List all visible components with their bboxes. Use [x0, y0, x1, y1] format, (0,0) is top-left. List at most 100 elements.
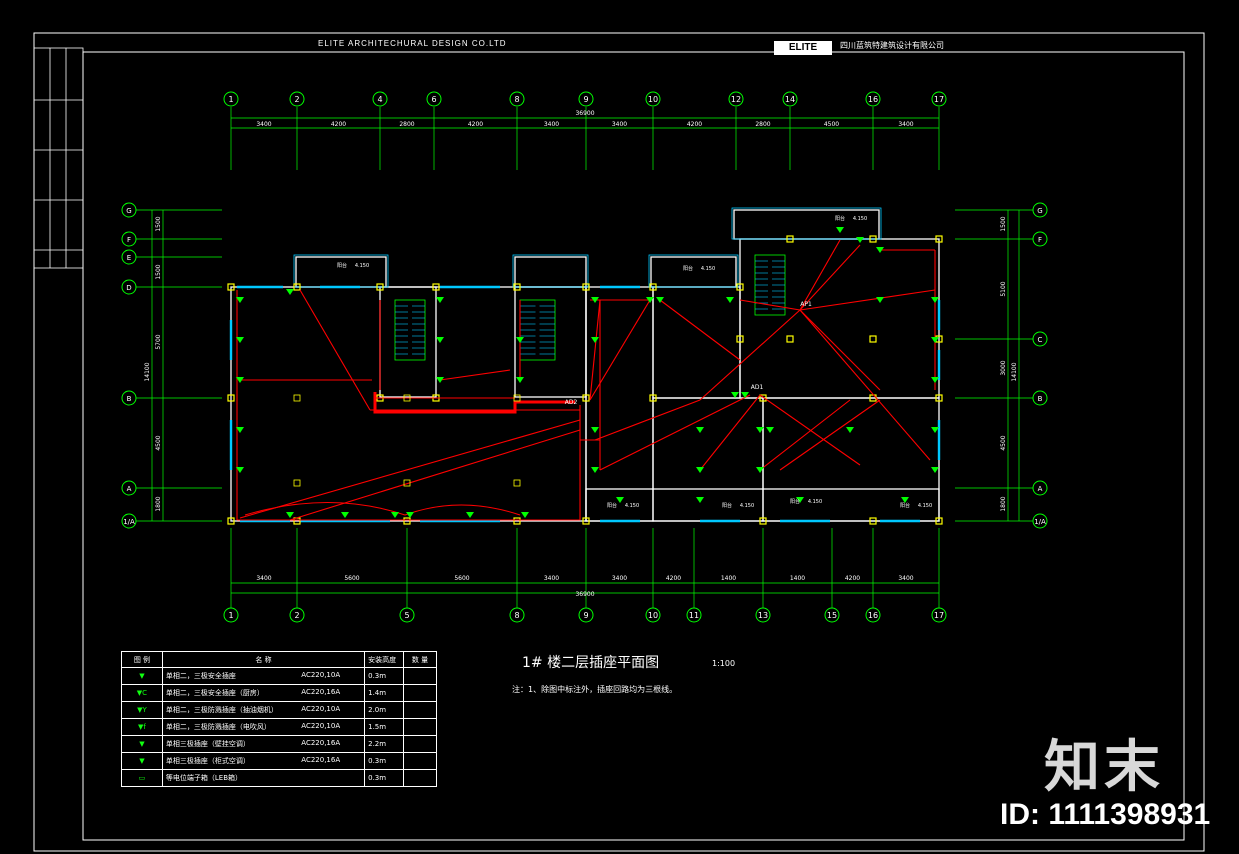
socket-icon: [436, 337, 444, 343]
balcony-outline: [648, 254, 739, 288]
axis-label: G: [126, 207, 131, 215]
legend-header-height: 安装高度: [364, 651, 405, 668]
axis-label: 17: [934, 95, 944, 104]
axis-label: 5: [404, 611, 409, 620]
legend-height: 0.3m: [364, 667, 405, 685]
dim-label: 4500: [824, 121, 839, 128]
drawing-title: 1# 楼二层插座平面图: [522, 655, 660, 671]
dim-label: 1500: [155, 264, 162, 279]
fixture: [293, 479, 301, 487]
dim-label: 5600: [454, 575, 469, 582]
elevation-label: 4.150: [740, 503, 754, 509]
axis-label: 17: [934, 611, 944, 620]
socket-icon: [521, 512, 529, 518]
column: [432, 283, 440, 291]
column: [293, 283, 301, 291]
firm-logo: ELITE: [774, 41, 832, 55]
axis-bubble: [931, 91, 947, 107]
axis-label: 1/A: [123, 518, 135, 526]
dim-label: 1500: [155, 216, 162, 231]
socket-icon: [756, 467, 764, 473]
axis-label: A: [127, 485, 132, 493]
room-label: 阳台: [900, 502, 910, 509]
wall: [295, 256, 387, 288]
axis-label: 9: [583, 611, 588, 620]
socket-icon: [286, 289, 294, 295]
elevation-label: 4.150: [918, 503, 932, 509]
panel-label: AD1: [751, 384, 764, 391]
balcony-outline: [731, 207, 882, 240]
socket-icon: [901, 497, 909, 503]
firm-chinese-name: 四川蓝筑特建筑设计有限公司: [840, 41, 944, 50]
circuit-wire: [799, 239, 841, 311]
hood-socket-icon: ▼Y: [121, 701, 163, 719]
axis-label: G: [1037, 207, 1042, 215]
dim-label: 3400: [256, 121, 271, 128]
axis-bubble: [372, 91, 388, 107]
axis-label: 10: [648, 611, 658, 620]
column: [227, 283, 235, 291]
legend-spec: AC220,10A: [301, 671, 341, 679]
axis-label: B: [127, 395, 132, 403]
socket-icon: [931, 337, 939, 343]
side-title-strip: [33, 47, 84, 269]
column: [935, 394, 943, 402]
circuit-wire: [589, 299, 601, 401]
column: [869, 235, 877, 243]
socket-icon: [766, 427, 774, 433]
axis-label: 9: [583, 95, 588, 104]
panel-label: AP1: [800, 301, 812, 308]
axis-label: C: [1038, 336, 1043, 344]
wall: [652, 286, 741, 399]
dim-label: 3400: [612, 121, 627, 128]
legend-row: ▼ 单相三极插座（柜式空调）AC220,16A 0.3m: [121, 752, 437, 770]
socket-icon: [876, 297, 884, 303]
dim-label: 4500: [1000, 435, 1007, 450]
axis-label: 1/A: [1034, 518, 1046, 526]
circuits: [236, 239, 936, 521]
socket-icon: [836, 227, 844, 233]
room-label: 阳台: [790, 498, 800, 505]
socket-icon: [236, 297, 244, 303]
room-label: 阳台: [835, 215, 845, 222]
room-label: 阳台: [722, 502, 732, 509]
elevation-label: 4.150: [853, 216, 867, 222]
wall: [650, 256, 737, 288]
socket-icon: [516, 337, 524, 343]
column: [736, 335, 744, 343]
cabinet-ac-socket-icon: ▼: [121, 752, 163, 770]
circuit-wire: [779, 399, 881, 471]
socket-icon: [796, 497, 804, 503]
legend-height: 2.2m: [364, 735, 405, 753]
legend-name: 单相二，三极防溅插座（抽油烟机）: [165, 706, 278, 714]
legend-height: 1.5m: [364, 718, 405, 736]
axis-bubble: [509, 91, 525, 107]
elevation-label: 4.150: [701, 266, 715, 272]
column: [582, 517, 590, 525]
socket-icon: [391, 512, 399, 518]
axis-label: A: [1038, 485, 1043, 493]
axis-label: 2: [294, 611, 299, 620]
column: [403, 517, 411, 525]
axis-label: 16: [868, 95, 878, 104]
wall: [733, 209, 880, 240]
dim-label: 4200: [468, 121, 483, 128]
dim-label: 3400: [544, 575, 559, 582]
elevation-label: 4.150: [808, 499, 822, 505]
legend-row: ▼f 单相二，三极防溅插座（电吹风）AC220,10A 1.5m: [121, 718, 437, 736]
fixture: [403, 394, 411, 402]
circuit-wire: [699, 309, 801, 401]
circuit-wire: [659, 299, 741, 361]
column: [759, 517, 767, 525]
wall: [585, 488, 940, 522]
dim-label: 2800: [755, 121, 770, 128]
legend-name: 单相二，三极安全插座（厨房）: [165, 689, 264, 697]
socket-icon: [696, 497, 704, 503]
axis-label: 8: [514, 611, 519, 620]
socket-icon: [436, 377, 444, 383]
axis-label: 11: [689, 611, 699, 620]
fixture: [513, 479, 521, 487]
column: [227, 394, 235, 402]
